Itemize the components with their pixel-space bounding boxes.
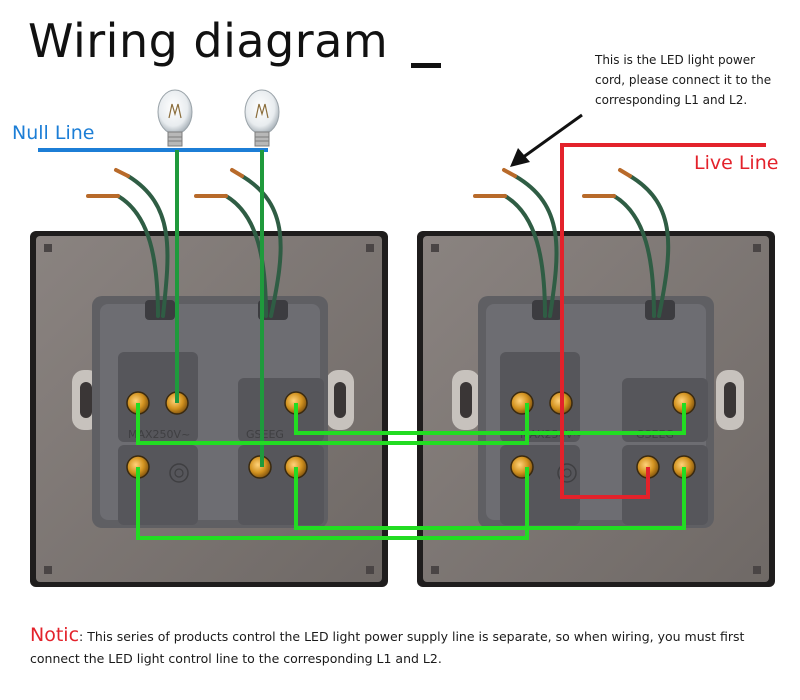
led-cord-annotation: This is the LED light power cord, please… (595, 53, 772, 107)
light-bulb-icon (157, 89, 193, 147)
left-brand-marking: GSEEG (246, 428, 284, 441)
left-ce-mark (169, 463, 189, 483)
title-cursor-mark (411, 63, 441, 68)
lamp-wires (175, 150, 264, 467)
annotation-arrow (510, 113, 583, 167)
live-line-wire (560, 143, 766, 499)
live-line-label: Live Line (694, 152, 779, 174)
notice-paragraph: Notic: This series of products control t… (30, 624, 760, 670)
diagram-title: Wiring diagram (28, 14, 389, 68)
jumper-wires (136, 403, 686, 540)
null-line-label: Null Line (12, 122, 95, 144)
lead-copper-tips (86, 168, 632, 198)
notice-text: : This series of products control the LE… (30, 629, 745, 666)
left-terminals (126, 391, 308, 479)
switch-leads (116, 174, 671, 318)
notice-heading: Notic (30, 624, 80, 646)
left-rating-marking: MAX250V~ (128, 428, 190, 441)
light-bulb-icon (244, 89, 280, 147)
